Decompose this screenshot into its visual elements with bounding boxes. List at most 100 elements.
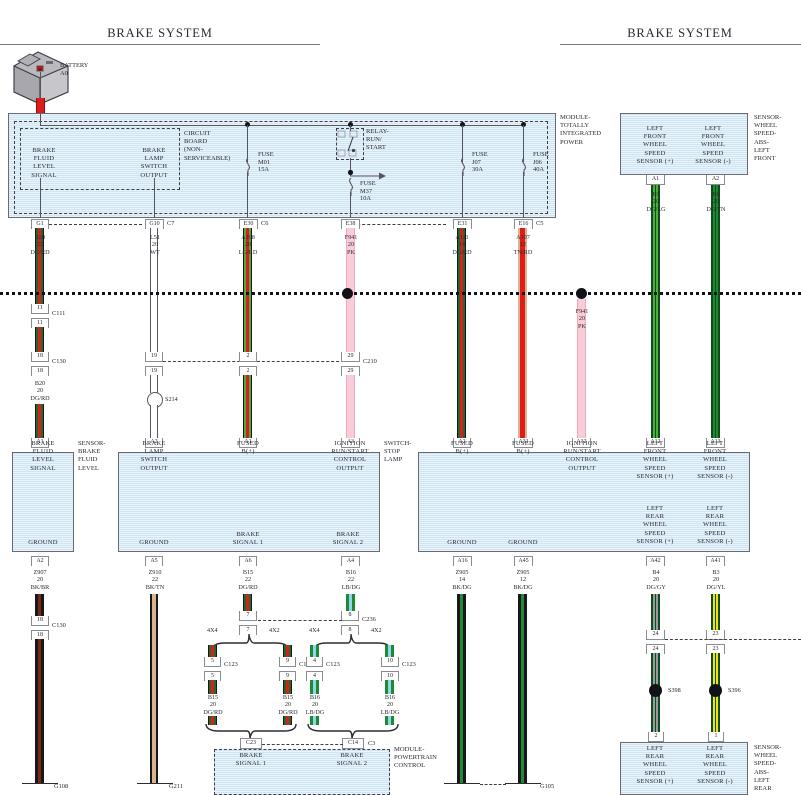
connector-chip-fluid-a1[interactable]: A1 xyxy=(31,438,49,448)
wire-b15-merge-a xyxy=(208,716,217,725)
inline-chip-7-bottom[interactable]: 7 xyxy=(239,625,257,635)
connector-chip-abs-a12[interactable]: A12 xyxy=(646,438,665,448)
wire-label-b9: B9 20 DG/LG xyxy=(646,191,666,213)
connector-chip-g1[interactable]: G1 xyxy=(31,219,49,229)
ground-symbol-g105 xyxy=(505,783,541,785)
inline-chip-19-bottom[interactable]: 19 xyxy=(145,366,163,376)
switch-stop-lamp[interactable] xyxy=(118,452,380,552)
branch-label-4x4-left: 4X4 xyxy=(207,627,218,634)
fuse-m01-label: FUSE M01 15A xyxy=(258,151,274,174)
connector-chip-e38[interactable]: E38 xyxy=(341,219,360,229)
wire-label-b20: B20 22 DG/RD xyxy=(30,234,50,256)
wire-f941-lower xyxy=(346,375,355,438)
inline-chip-10-bottom[interactable]: 10 xyxy=(381,671,399,681)
module-abs[interactable] xyxy=(418,452,750,552)
wire-label-z905b: Z905 12 BK/DG xyxy=(513,569,533,591)
branch-label-4x4-right: 4X4 xyxy=(309,627,320,634)
inline-chip-29-top[interactable]: 29 xyxy=(341,352,360,362)
abs-pin-a2-text: FUSED B(+) xyxy=(451,440,473,456)
connector-chip-switch-a4[interactable]: A4 xyxy=(341,556,360,566)
inline-chip-9-top[interactable]: 9 xyxy=(279,657,296,667)
inline-chip-24-top[interactable]: 24 xyxy=(646,630,665,640)
wire-label-b4: B4 20 DG/GY xyxy=(646,569,666,591)
wire-z905a xyxy=(457,594,466,783)
connector-chip-pcm-c23[interactable]: C23 xyxy=(240,738,262,749)
inline-chip-9-bottom[interactable]: 9 xyxy=(279,671,296,681)
fuse-j07-lead-bottom xyxy=(462,172,464,218)
switch-pin-a2-text: BRAKE LAMP SWITCH OUTPUT xyxy=(140,440,168,472)
inline-name-c123-a: C123 xyxy=(224,661,238,668)
wire-label-b16: B16 22 LB/DG xyxy=(341,569,361,591)
connector-chip-e16[interactable]: E16 xyxy=(514,219,533,229)
inline-chip-5-bottom[interactable]: 5 xyxy=(204,671,221,681)
inline-chip-24-bottom[interactable]: 24 xyxy=(646,644,665,654)
pcm-connector-dash xyxy=(262,744,343,745)
ground-symbol-g105-left xyxy=(444,783,480,785)
connector-chip-fluid-a2[interactable]: A2 xyxy=(31,556,49,566)
inline-chip-c130-top[interactable]: 18 xyxy=(31,352,49,362)
wire-label-a108: A108 20 LG/RD xyxy=(238,234,258,256)
inline-chip-c130b-bottom[interactable]: 18 xyxy=(31,630,49,640)
abs-pin-a32-text: IGNITION RUN/START CONTROL OUTPUT xyxy=(563,440,601,472)
connector-chip-abs-a31[interactable]: A31 xyxy=(514,438,533,448)
branch-yoke-signal1 xyxy=(210,633,290,657)
inline-chip-2-top[interactable]: 2 xyxy=(239,352,257,362)
connector-chip-abs-a45[interactable]: A45 xyxy=(514,556,533,566)
connector-chip-g10[interactable]: G10 xyxy=(145,219,164,229)
inline-chip-8-top[interactable]: 8 xyxy=(341,611,359,621)
connector-chip-switch-a2[interactable]: A2 xyxy=(145,438,163,448)
splice-dot-s398 xyxy=(649,684,662,697)
connector-chip-abs-a2[interactable]: A2 xyxy=(453,438,471,448)
connector-chip-lf-a2[interactable]: A2 xyxy=(706,175,725,185)
inline-chip-c111-top[interactable]: 11 xyxy=(31,304,49,314)
wire-label-a107: A107 12 TN/RD xyxy=(513,234,533,256)
inline-chip-7-top[interactable]: 7 xyxy=(239,611,257,621)
module-powertrain-control[interactable] xyxy=(214,749,390,795)
battery-label: BATTERY xyxy=(60,62,89,69)
connector-chip-abs-a13[interactable]: A13 xyxy=(706,438,725,448)
inline-chip-8-bottom[interactable]: 8 xyxy=(341,625,359,635)
connector-chip-switch-a6[interactable]: A6 xyxy=(239,556,257,566)
connector-chip-switch-a1[interactable]: A1 xyxy=(239,438,257,448)
connector-chip-pcm-c14[interactable]: C14 xyxy=(342,738,364,749)
sensor-wheel-speed-abs-left-front[interactable] xyxy=(620,113,748,175)
sensor-brake-fluid-level[interactable] xyxy=(12,452,74,552)
connector-chip-lr-2[interactable]: 2 xyxy=(648,732,664,742)
inline-chip-c130-bottom[interactable]: 18 xyxy=(31,366,49,376)
inline-chip-4-bottom[interactable]: 4 xyxy=(306,671,323,681)
connector-chip-e31[interactable]: E31 xyxy=(453,219,472,229)
connector-chip-abs-a41[interactable]: A41 xyxy=(706,556,725,566)
inline-chip-5-top[interactable]: 5 xyxy=(204,657,221,667)
connector-chip-switch-a5[interactable]: A5 xyxy=(145,556,163,566)
ground-label-g105: G105 xyxy=(540,783,555,790)
inline-name-c123-d: C123 xyxy=(402,661,416,668)
relay-run-start-label: RELAY- RUN/ START xyxy=(366,128,389,152)
inline-chip-19-top[interactable]: 19 xyxy=(145,352,163,362)
connector-chip-switch-a3[interactable]: A3 xyxy=(341,438,360,448)
inline-chip-4-top[interactable]: 4 xyxy=(306,657,323,667)
inline-chip-10-top[interactable]: 10 xyxy=(381,657,399,667)
inline-chip-c111-bottom[interactable]: 11 xyxy=(31,318,49,328)
wire-z905b xyxy=(518,594,527,783)
connector-chip-e30[interactable]: E30 xyxy=(239,219,258,229)
connector-name-c5: C5 xyxy=(536,220,544,227)
ground-label-g211: G211 xyxy=(169,783,183,790)
wire-a111 xyxy=(457,228,466,438)
circuit-board-label: CIRCUIT BOARD (NON- SERVICEABLE) xyxy=(184,130,231,162)
sensor-wheel-speed-abs-left-rear[interactable] xyxy=(620,742,748,795)
splice-dot-s396 xyxy=(709,684,722,697)
ground-label-g108: G108 xyxy=(54,783,69,790)
connector-chip-abs-a16[interactable]: A16 xyxy=(453,556,472,566)
connector-chip-abs-a32[interactable]: A32 xyxy=(572,438,591,448)
inline-chip-29-bottom[interactable]: 29 xyxy=(341,366,360,376)
inline-chip-c130b-top[interactable]: 18 xyxy=(31,616,49,626)
circuit-board-dashed-region xyxy=(14,121,548,214)
inline-chip-2-bottom[interactable]: 2 xyxy=(239,366,257,376)
connector-chip-lf-a1[interactable]: A1 xyxy=(646,175,665,185)
connector-chip-lr-1[interactable]: 1 xyxy=(708,732,724,742)
inline-name-c210: C210 xyxy=(363,358,377,365)
fuse-m37-label: FUSE M37 10A xyxy=(360,180,376,203)
abs-pin-lr-plus-text: LEFT REAR WHEEL SPEED SENSOR (+) xyxy=(636,505,674,545)
connector-chip-abs-a42[interactable]: A42 xyxy=(646,556,665,566)
inline-chip-23-bottom[interactable]: 23 xyxy=(706,644,725,654)
